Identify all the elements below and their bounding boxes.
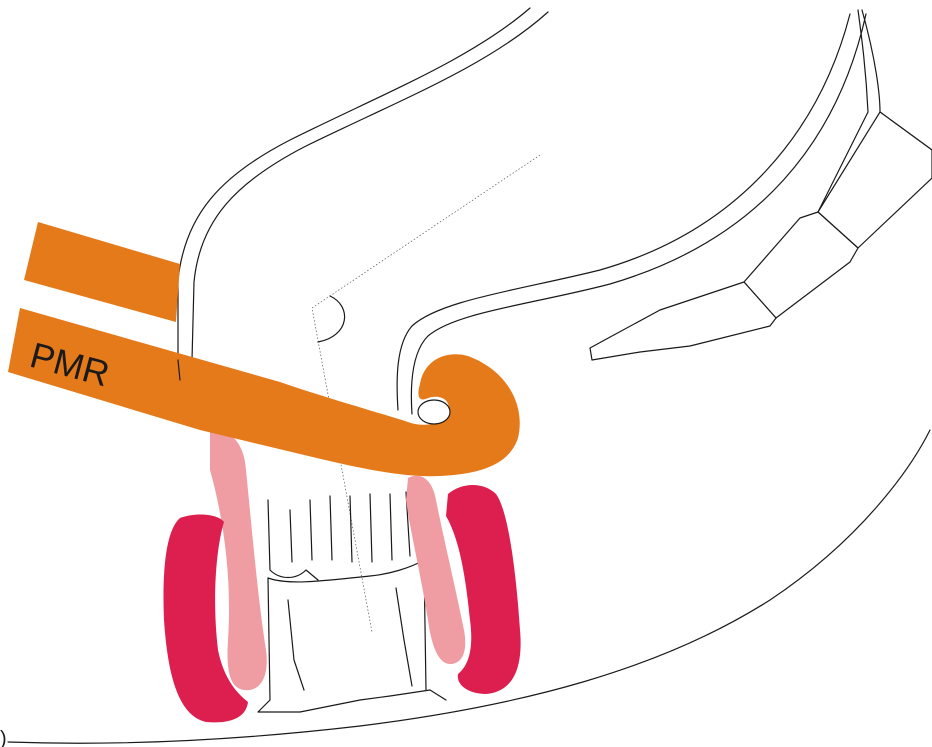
pmr-sling — [8, 308, 520, 476]
rectum-posterior-inner-wall — [411, 14, 866, 414]
internal-sphincter-left — [210, 431, 267, 690]
sacrum-coccyx — [590, 10, 932, 360]
panel-label: ) — [0, 728, 7, 747]
rectum-outer-wall — [178, 8, 530, 360]
anorectal-angle-arc — [318, 296, 345, 342]
pmr-upper-band — [24, 222, 180, 322]
external-sphincter-right — [446, 485, 521, 694]
rectum-inner-wall — [192, 12, 548, 360]
pmr-sling-loop-hole — [418, 400, 450, 424]
